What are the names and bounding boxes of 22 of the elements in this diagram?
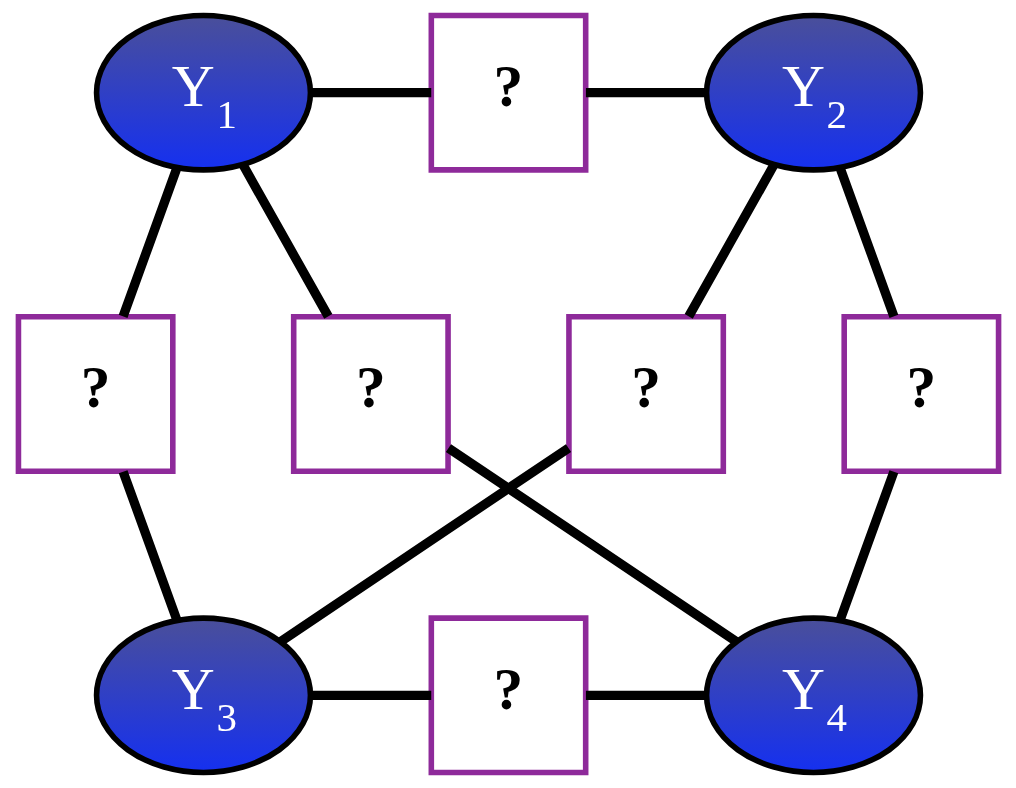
connector [238,162,332,319]
connector [835,166,898,318]
node-box: ? [840,314,1001,474]
node-box: ? [565,314,726,474]
connector [585,88,706,98]
node-ellipse: Y$_{2}$ [703,12,923,173]
node-box: ? [428,615,588,776]
node-ellipse: Y$_{3}$ [93,615,313,776]
node-ellipse: Y$_{4}$ [703,615,923,776]
node-box: ? [15,314,176,474]
node-box: ? [428,12,588,173]
connector [310,88,431,98]
connector [118,166,181,318]
connector [118,470,181,622]
connector [277,444,571,646]
node-ellipse: Y$_{1}$ [93,12,313,173]
node-box: ? [290,314,451,474]
connector [835,470,898,622]
connector [445,444,739,646]
connector [684,162,778,319]
connector [310,690,431,700]
connector [585,690,706,700]
